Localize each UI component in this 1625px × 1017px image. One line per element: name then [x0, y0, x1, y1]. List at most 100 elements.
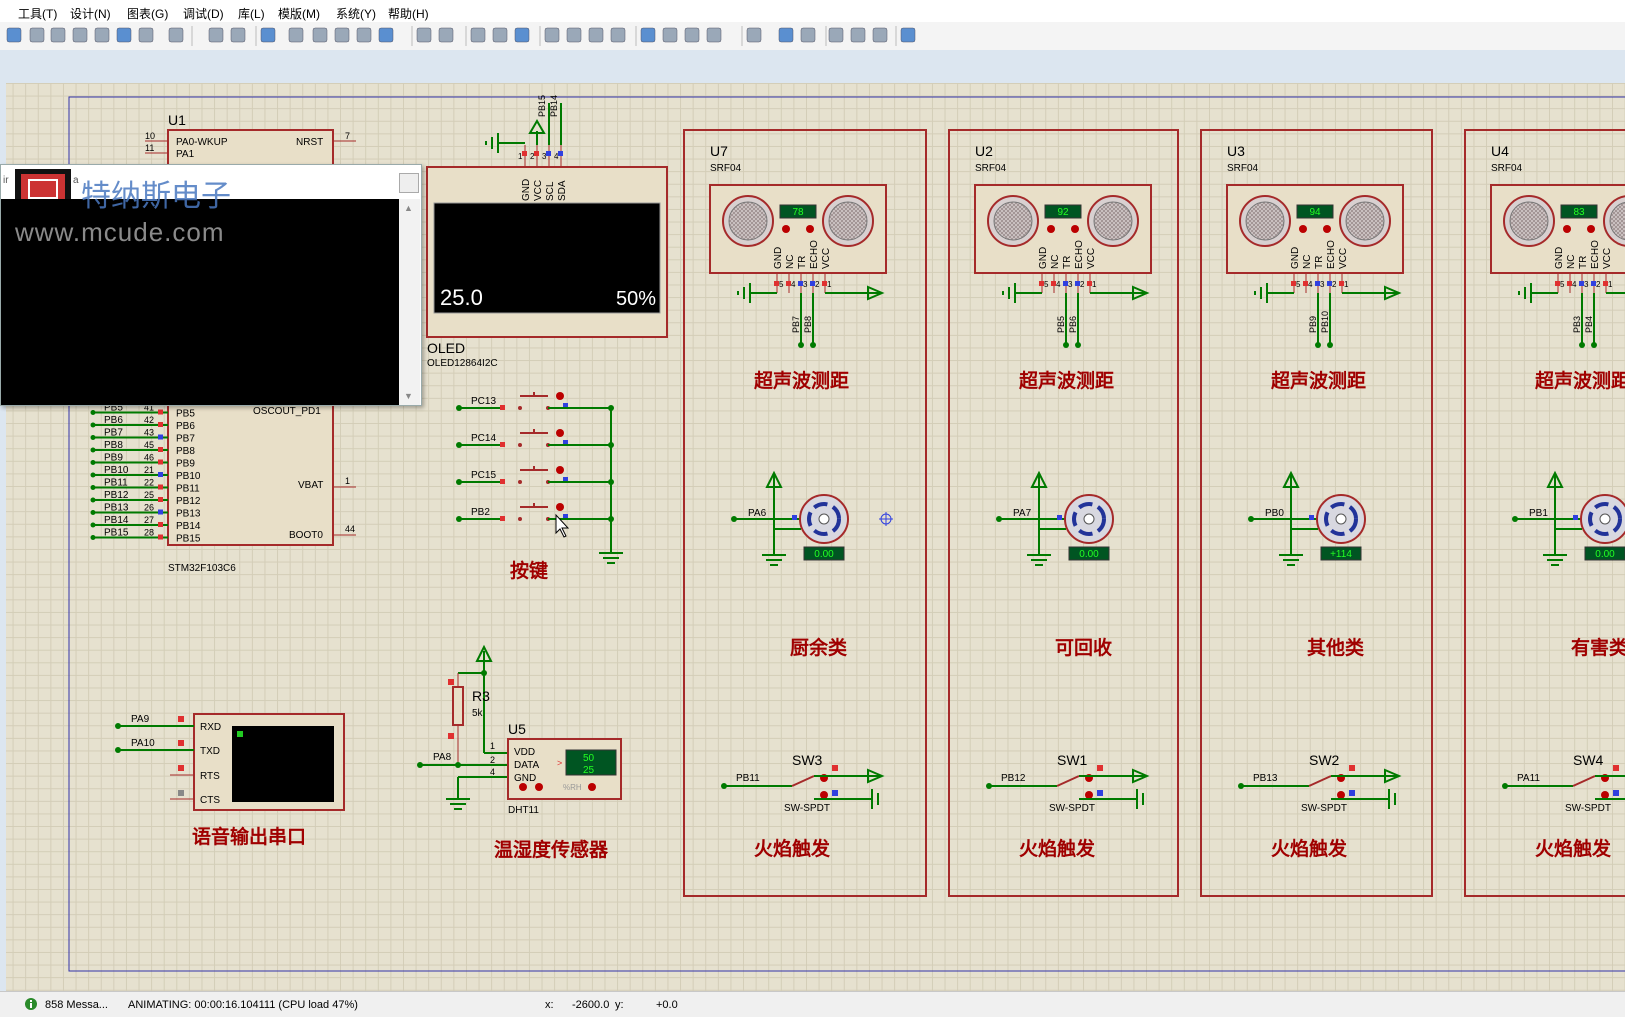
animation-status: ANIMATING: 00:00:16.104111 (CPU load 47%…	[128, 999, 358, 1011]
redo-icon[interactable]	[438, 27, 454, 43]
remove-sheet-icon[interactable]	[850, 27, 866, 43]
oled-display[interactable]: 25.0 50% OLED OLED12864I2C GND1VCC2SCL3S…	[426, 95, 668, 369]
origin-icon[interactable]	[260, 27, 276, 43]
undo-icon[interactable]	[416, 27, 432, 43]
srf-net: PB7	[791, 316, 801, 333]
srf-button[interactable]	[1563, 225, 1571, 233]
button-toggle[interactable]	[556, 429, 564, 437]
menu-help[interactable]: 帮助(H)	[388, 7, 429, 21]
menu-debug[interactable]: 调试(D)	[183, 7, 224, 21]
switch-button[interactable]	[1337, 791, 1345, 799]
scroll-down-icon[interactable]: ▼	[404, 391, 413, 401]
srf-button[interactable]	[782, 225, 790, 233]
srf-button[interactable]	[1071, 225, 1079, 233]
dht-button[interactable]	[519, 783, 527, 791]
new-sheet-icon[interactable]	[828, 27, 844, 43]
netlist-icon[interactable]	[94, 27, 110, 43]
switch-lever[interactable]	[1572, 775, 1596, 787]
pick-icon[interactable]	[640, 27, 656, 43]
srf-button[interactable]	[806, 225, 814, 233]
srf-button[interactable]	[1323, 225, 1331, 233]
block-copy-icon[interactable]	[544, 27, 560, 43]
refresh-icon[interactable]	[208, 27, 224, 43]
dht-pin-num: 2	[490, 755, 495, 765]
list-icon[interactable]	[116, 27, 132, 43]
dht-button[interactable]	[588, 783, 596, 791]
srf-button[interactable]	[1299, 225, 1307, 233]
design-explorer-icon[interactable]	[900, 27, 916, 43]
virtual-terminal-window[interactable]: ir a ▲ ▼ 特纳斯电子 www.mcude.com	[0, 164, 422, 406]
switch-lever[interactable]	[1056, 775, 1080, 787]
menu-graph[interactable]: 图表(G)	[127, 7, 169, 21]
srf-pin-label: GND	[1554, 247, 1565, 269]
srf-net: PB8	[803, 316, 813, 333]
pin-state	[1603, 281, 1608, 286]
mcu-net-label: PB6	[104, 415, 123, 426]
info-icon[interactable]	[24, 997, 38, 1011]
dht-pin: GND	[514, 773, 536, 784]
bom-icon[interactable]	[72, 27, 88, 43]
menu-design[interactable]: 设计(N)	[70, 7, 111, 21]
section-label: 超声波测距	[1018, 369, 1114, 392]
button-toggle[interactable]	[556, 392, 564, 400]
cut-icon[interactable]	[470, 27, 486, 43]
property-assign-icon[interactable]	[800, 27, 816, 43]
zoom-all-icon[interactable]	[356, 27, 372, 43]
block-move-icon[interactable]	[566, 27, 582, 43]
decompose-icon[interactable]	[706, 27, 722, 43]
zoom-out-icon[interactable]	[334, 27, 350, 43]
switch-button[interactable]	[1601, 791, 1609, 799]
block-delete-icon[interactable]	[610, 27, 626, 43]
menu-template[interactable]: 模版(M)	[278, 7, 320, 21]
scroll-up-icon[interactable]: ▲	[404, 203, 413, 213]
search-icon[interactable]	[778, 27, 794, 43]
switch-button[interactable]	[820, 791, 828, 799]
dht11-sensor[interactable]: R3 5k PA8 U5 DHT11 VDD DATA GND 1 2 4 50	[417, 644, 622, 861]
vt-scrollbar[interactable]: ▲ ▼	[399, 199, 420, 405]
message-count[interactable]: 858 Messa...	[45, 999, 108, 1011]
switch-lever[interactable]	[791, 775, 815, 787]
dht-button[interactable]	[535, 783, 543, 791]
grid-icon[interactable]	[230, 27, 246, 43]
menu-tools[interactable]: 工具(T)	[18, 7, 58, 21]
srf-button[interactable]	[1047, 225, 1055, 233]
switch-part: SW-SPDT	[784, 803, 830, 814]
mcu-pin-num: 10	[145, 131, 155, 141]
pin-state	[1315, 281, 1320, 286]
paste-icon[interactable]	[514, 27, 530, 43]
switch-button[interactable]	[1085, 791, 1093, 799]
vt-screen[interactable]	[1, 199, 399, 405]
vt-close-button[interactable]	[399, 173, 419, 193]
zoom-in-icon[interactable]	[312, 27, 328, 43]
make-device-icon[interactable]	[662, 27, 678, 43]
help-icon[interactable]	[168, 27, 184, 43]
srf-button[interactable]	[1587, 225, 1595, 233]
power-arrow	[1132, 285, 1150, 301]
pan-icon[interactable]	[288, 27, 304, 43]
button-toggle[interactable]	[556, 503, 564, 511]
menu-library[interactable]: 库(L)	[238, 7, 265, 21]
schematic-canvas[interactable]: U1 STM32F103C6 PA0-WKUP PA1 10 11 NRST 7…	[0, 83, 1625, 991]
copy-icon[interactable]	[492, 27, 508, 43]
package-icon[interactable]	[50, 27, 66, 43]
sheet-nav-icon[interactable]	[872, 27, 888, 43]
uart-terminal[interactable]: RXD TXD RTS CTS PA9 PA10 语音输出串口	[115, 713, 345, 848]
switch-lever[interactable]	[1308, 775, 1332, 787]
srf-ref: U3	[1227, 143, 1245, 159]
report-icon[interactable]	[138, 27, 154, 43]
back-icon[interactable]	[29, 27, 45, 43]
package-tool-icon[interactable]	[684, 27, 700, 43]
stop-icon[interactable]	[6, 27, 22, 43]
button-contact	[518, 443, 522, 447]
wire-autorouter-icon[interactable]	[746, 27, 762, 43]
zoom-area-icon[interactable]	[378, 27, 394, 43]
button-toggle[interactable]	[556, 466, 564, 474]
block-rotate-icon[interactable]	[588, 27, 604, 43]
menu-system[interactable]: 系统(Y)	[336, 7, 376, 21]
resistor-ref: R3	[472, 688, 490, 704]
